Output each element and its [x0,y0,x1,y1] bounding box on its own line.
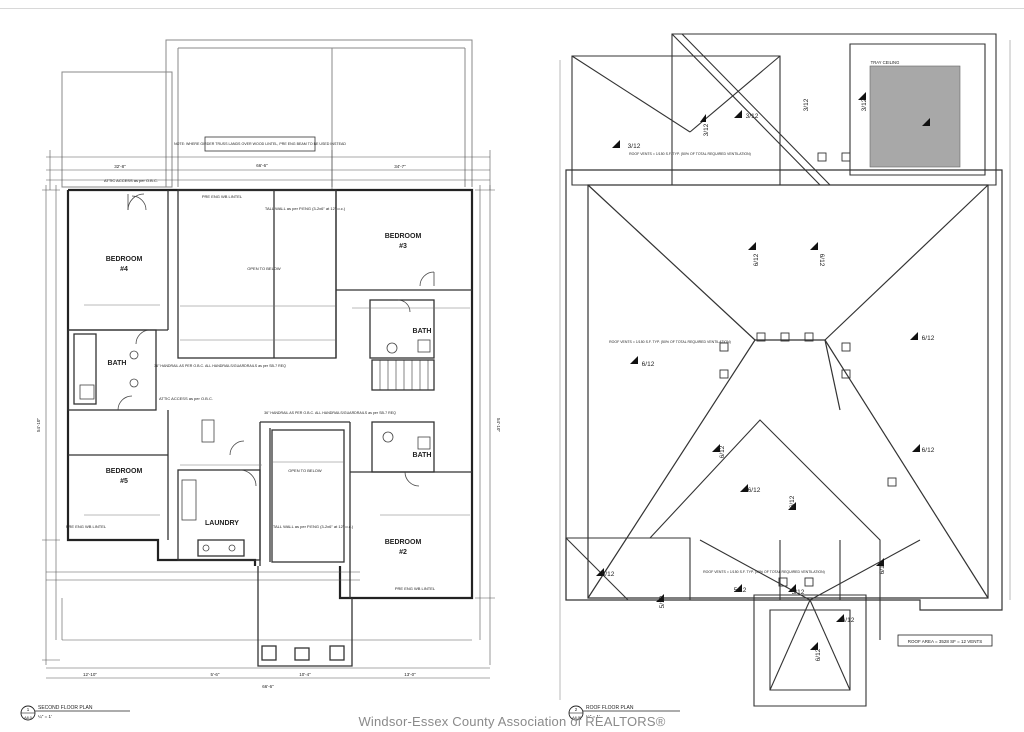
dimension-lines-left [42,185,60,665]
dim-right: 54'-10" [496,418,501,432]
pitch-6-12-h: 6/12 [789,495,796,508]
roof-vents-note-top: ROOF VENTS = 1/150 S.F. TYP. (50% OF TOT… [629,152,751,156]
bath-right-bottom-label: BATH [413,452,432,459]
dim-left: 54'-10" [36,418,41,432]
tall-wall-top: TALL WALL as per P.ENG (3-2x6" at 12" o.… [265,206,346,211]
tray-ceiling-label: TRAY CEILING [871,60,900,65]
dimension-lines-top [46,150,491,190]
door-swings [117,193,435,487]
roof-vents-note-mid: ROOF VENTS = 1/150 S.F. TYP. (50% OF TOT… [609,340,731,344]
roof-title-block: 2 A8.0 ROOF FLOOR PLAN ¼" = 1' [568,705,680,721]
sheet-marker-1-ref: A8.0 [24,716,32,720]
open-to-below-mid: OPEN TO BELOW [288,468,322,473]
pre-eng-lintel-left: PRE ENG WB LINTEL [66,524,107,529]
dim-bottom-4: 13'-0" [404,672,416,677]
bedroom-5-number: #5 [120,478,128,485]
sheet-marker-2-ref: A8.0 [572,716,580,720]
handrail-note-right: 36" HANDRAIL AS PER O.B.C. ALL HANDRAILS… [264,411,396,415]
roof-area-box [897,634,993,647]
pitch-3-12-b: 3/12 [746,113,759,120]
pitch-3-12-e: 3/12 [861,98,868,111]
girder-note: NOTE: WHERE GIRDER TRUSS LANDS OVER WOOD… [174,142,346,146]
pitch-6-12-c: 6/12 [642,361,655,368]
bedroom-4-label: BEDROOM [106,256,143,263]
watermark: Windsor-Essex County Association of REAL… [358,714,666,729]
roof-labels: TRAY CEILING ROOF VENTS = 1/150 S.F. TYP… [568,60,983,721]
girder-note-box [204,136,316,152]
pitch-5-12-d: 5/12 [792,589,805,596]
pitch-6-12-a: 6/12 [753,253,760,266]
dim-overall-bottom: 66'-6" [262,684,274,689]
bedroom-5-label: BEDROOM [106,468,143,475]
pitch-3-12-c: 3/12 [703,123,710,136]
upper-deck-outline [61,39,473,188]
pitch-6-12-b: 6/12 [818,254,825,267]
pre-eng-lintel-top: PRE ENG WB LINTEL [202,194,243,199]
pitch-6-12-g: 6/12 [748,487,761,494]
bath-left-label: BATH [108,360,127,367]
roof-vents [719,152,897,587]
page-top-rule [0,8,1024,9]
pitch-6-12-k: 6/12 [815,648,822,661]
pitch-6-12-i: 6/12 [879,561,886,574]
dim-overall-top: 66'-6" [256,163,268,168]
bedroom-3-label: BEDROOM [385,233,422,240]
dim-top-1: 32'-8" [114,164,126,169]
second-floor-labels: NOTE: WHERE GIRDER TRUSS LANDS OVER WOOD… [20,142,501,721]
roof-vents-note-bottom: ROOF VENTS = 1/150 S.F. TYP. (50% OF TOT… [703,570,825,574]
pitch-5-12-b: 5/12 [659,595,666,608]
roof-plan [559,33,1011,707]
interior-walls [67,189,472,667]
minor-dimension-ticks [84,304,470,516]
dimension-lines-right [475,185,495,665]
attic-access-mid: ATTIC ACCESS as per O.B.C. [159,396,213,401]
sheet-marker-1-num: 1 [27,707,30,712]
bedroom-2-label: BEDROOM [385,539,422,546]
dim-bottom-3: 10'-4" [299,672,311,677]
dim-bottom-1: 12'-10" [83,672,97,677]
roof-area-label: ROOF AREA = 3528 SF = 12 VENTS [908,639,983,644]
pitch-5-12-c: 5/12 [734,587,747,594]
tall-wall-bottom: TALL WALL as per P.ENG (3-2x6" at 12" o.… [273,524,354,529]
pitch-3-12-a: 3/12 [628,143,641,150]
second-floor-scale: ¼" = 1' [38,714,52,719]
laundry-label: LAUNDRY [205,520,239,527]
sheet-marker-2-num: 2 [575,707,578,712]
handrail-note-left: 36" HANDRAIL AS PER O.B.C. ALL HANDRAILS… [154,364,286,368]
second-floor-plan [42,39,495,679]
tray-ceiling-fill [869,65,961,168]
pitch-3-12-d: 3/12 [803,98,810,111]
pitch-arrows [596,92,930,650]
bedroom-4-number: #4 [120,266,128,273]
bath-right-top-label: BATH [413,328,432,335]
pitch-6-12-d: 6/12 [922,335,935,342]
dim-bottom-2: 5'-6" [211,672,220,677]
pitch-5-12-a: 5/12 [602,571,615,578]
dim-top-2: 34'-7" [394,164,406,169]
pre-eng-lintel-right: PRE ENG WB LINTEL [395,586,436,591]
pitch-6-12-e: 6/12 [719,445,726,458]
pitch-6-12-f: 6/12 [922,447,935,454]
open-to-below-top: OPEN TO BELOW [247,266,281,271]
roof-plan-scale: ¼" = 1' [586,714,600,719]
bedroom-3-number: #3 [399,243,407,250]
second-floor-title-block: 1 A8.0 SECOND FLOOR PLAN ¼" = 1' [20,705,130,721]
main-hip-roof [565,169,1003,611]
bedroom-2-number: #2 [399,549,407,556]
roof-dimension-ticks [559,40,1011,700]
pitch-6-12-j: 6/12 [842,617,855,624]
plumbing-fixtures [79,339,431,552]
roof-plan-title: ROOF FLOOR PLAN [586,705,634,711]
attic-access-top: ATTIC ACCESS as per O.B.C. [104,178,158,183]
dimension-lines-bottom [46,571,490,679]
second-floor-title: SECOND FLOOR PLAN [38,705,93,711]
front-gable-roofs [565,419,921,707]
